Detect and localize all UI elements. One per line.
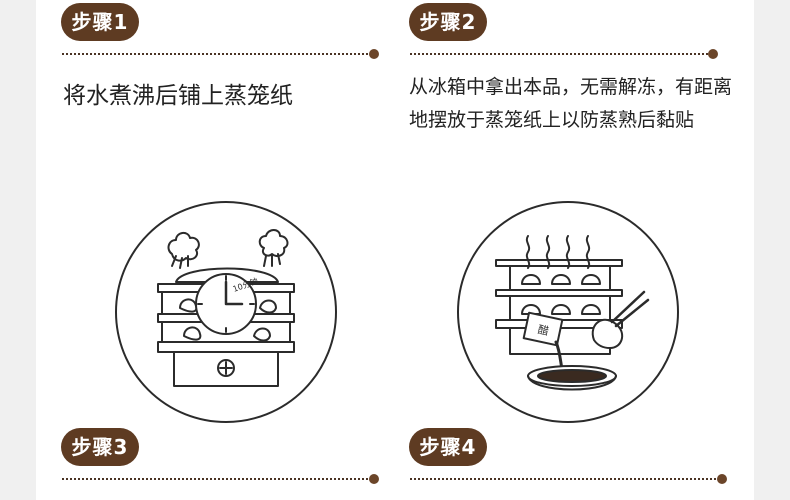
steam-cloud-right (258, 229, 289, 257)
steamer-lid (175, 267, 279, 283)
steam-line (525, 235, 531, 269)
step2-divider (410, 53, 712, 55)
step1-badge: 步骤1 (61, 3, 139, 41)
step3-badge: 步骤3 (61, 428, 139, 466)
illustration-frame (115, 201, 337, 423)
step2-badge: 步骤2 (409, 3, 487, 41)
vinegar-label: 醋 (536, 322, 550, 338)
step3-divider-dot (369, 474, 379, 484)
illustration-frame (457, 201, 679, 423)
steam-cloud-left (167, 232, 200, 262)
dumpling (591, 319, 624, 349)
steps-card (36, 0, 754, 500)
step4-badge: 步骤4 (409, 428, 487, 466)
steamer-tier-3 (157, 341, 295, 353)
step1-divider-dot (369, 49, 379, 59)
chopsticks (610, 290, 650, 328)
step2-divider-dot (708, 49, 718, 59)
step3-divider (62, 478, 368, 480)
step2-text-line1: 从冰箱中拿出本品，无需解冻，有距离 (409, 76, 733, 98)
step1-divider (62, 53, 368, 55)
steamer-base (173, 351, 279, 387)
vinegar-dip-illustration: 醋 (457, 201, 679, 423)
step2-text-line2: 地摆放于蒸笼纸上以防蒸熟后黏贴 (409, 109, 695, 131)
step4-divider (410, 478, 716, 480)
steamer-timer-illustration: 10分钟 (115, 201, 337, 423)
step1-text: 将水煮沸后铺上蒸笼纸 (63, 83, 293, 109)
vinegar-packet (522, 311, 564, 347)
step4-divider-dot (717, 474, 727, 484)
